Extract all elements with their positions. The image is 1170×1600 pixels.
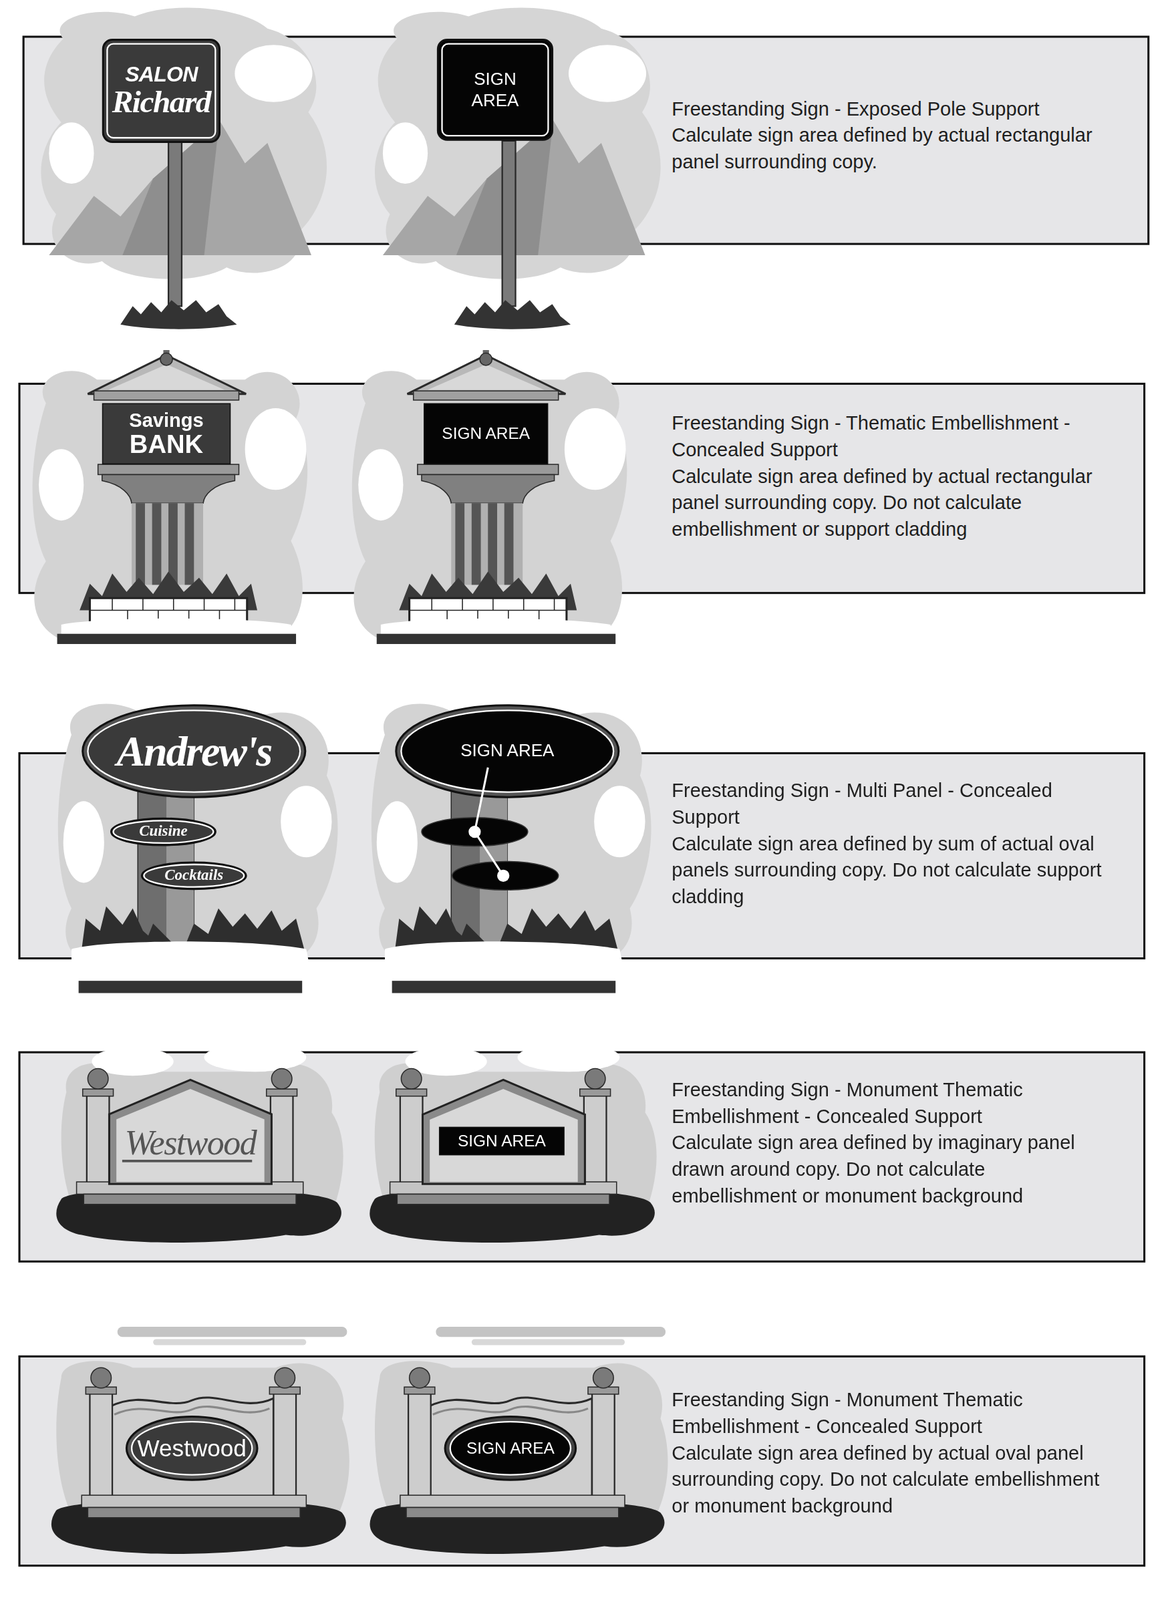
sign-panel: SIGN AREA <box>444 1415 578 1482</box>
sign-panel: Cuisine <box>110 817 217 847</box>
panel-outline <box>439 1127 564 1155</box>
oval-outline <box>445 1417 576 1481</box>
panel-outline <box>424 403 548 464</box>
band-heading: Freestanding Sign - Thematic Embellishme… <box>671 410 1113 464</box>
sign-text: Andrew's <box>116 728 272 774</box>
oval-panel <box>450 1421 571 1475</box>
pole-scene <box>40 7 327 329</box>
sign-text: SIGN AREA <box>464 68 526 112</box>
sign-text: SIGN AREA <box>466 1439 555 1458</box>
sign-text: Richard <box>112 85 211 119</box>
oval-outline <box>82 705 306 798</box>
oval-panel <box>131 1421 252 1475</box>
sign-text: BANK <box>129 430 204 458</box>
monument-scene <box>369 1043 657 1243</box>
sign-area-oval <box>452 861 559 891</box>
sign-text: SALON <box>124 62 198 86</box>
sign-area-oval <box>421 817 528 847</box>
oval-outline <box>396 705 619 798</box>
sign-text: SIGN AREA <box>457 1132 546 1150</box>
monument-panel-face <box>429 1089 578 1183</box>
band-body: Calculate sign area defined by actual re… <box>671 122 1113 176</box>
monument-scene <box>56 1043 343 1243</box>
monument-panel <box>422 1079 585 1185</box>
pole-scene <box>374 7 661 329</box>
leader-dot <box>468 825 481 838</box>
band-text: Freestanding Sign - Monument Thematic Em… <box>671 1077 1113 1211</box>
panel-inner-line <box>106 44 216 139</box>
oval-panel <box>400 710 614 792</box>
sign-text: Westwood <box>137 1435 247 1461</box>
sign-panel: SIGN AREA <box>394 704 620 799</box>
band-heading: Freestanding Sign - Multi Panel - Concea… <box>671 777 1113 831</box>
monument-panel <box>108 1079 272 1185</box>
band-body: Calculate sign area defined by imaginary… <box>671 1129 1113 1210</box>
band-heading: Freestanding Sign - Monument Thematic Em… <box>671 1387 1113 1440</box>
oval-outline <box>141 862 246 890</box>
sign-panel: Westwood <box>125 1415 259 1482</box>
oval-outline <box>126 1417 258 1481</box>
oval-scene <box>58 704 339 994</box>
oval-panel <box>143 864 244 888</box>
sign-panel: SavingsBANK <box>102 402 231 465</box>
panel-outline <box>437 40 552 141</box>
panel-outline <box>102 40 220 143</box>
sign-text: SIGN AREA <box>460 742 554 761</box>
panel-outline <box>102 403 231 464</box>
oval-panel <box>113 820 214 844</box>
sign-panel: Cocktails <box>140 861 248 891</box>
band-heading: Freestanding Sign - Exposed Pole Support <box>671 96 1113 123</box>
band-body: Calculate sign area defined by actual re… <box>671 463 1113 544</box>
sign-panel: SIGN AREA <box>439 1127 565 1156</box>
sign-panel: SALONRichard <box>102 38 221 143</box>
sign-panel: SIGN AREA <box>436 38 554 141</box>
band-body: Calculate sign area defined by actual ov… <box>671 1440 1113 1521</box>
oval-scene <box>371 704 652 994</box>
sign-text: Cocktails <box>164 867 224 885</box>
oval-panel <box>87 710 301 792</box>
sign-text: Westwood <box>124 1125 257 1162</box>
monument-panel-face <box>116 1089 265 1183</box>
sign-text: Cuisine <box>138 823 188 840</box>
sign-text: SIGN AREA <box>441 424 530 443</box>
sign-panel: Westwood <box>108 1079 272 1185</box>
band-text: Freestanding Sign - Multi Panel - Concea… <box>671 777 1113 911</box>
band-text: Freestanding Sign - Monument Thematic Em… <box>671 1387 1113 1521</box>
sign-text: Savings <box>128 410 204 431</box>
bank-scene <box>352 350 628 659</box>
panel-inner-line <box>442 44 549 136</box>
sign-panel: SIGN AREA <box>423 402 548 465</box>
band-text: Freestanding Sign - Thematic Embellishme… <box>671 410 1113 544</box>
sign-panel: Andrew's <box>81 704 307 799</box>
bank-scene <box>32 350 309 659</box>
band-text: Freestanding Sign - Exposed Pole Support… <box>671 96 1113 176</box>
band-body: Calculate sign area defined by sum of ac… <box>671 831 1113 911</box>
leader-dot <box>497 869 510 883</box>
panel-shape <box>436 38 554 141</box>
band-heading: Freestanding Sign - Monument Thematic Em… <box>671 1077 1113 1130</box>
oval-outline <box>111 818 216 846</box>
